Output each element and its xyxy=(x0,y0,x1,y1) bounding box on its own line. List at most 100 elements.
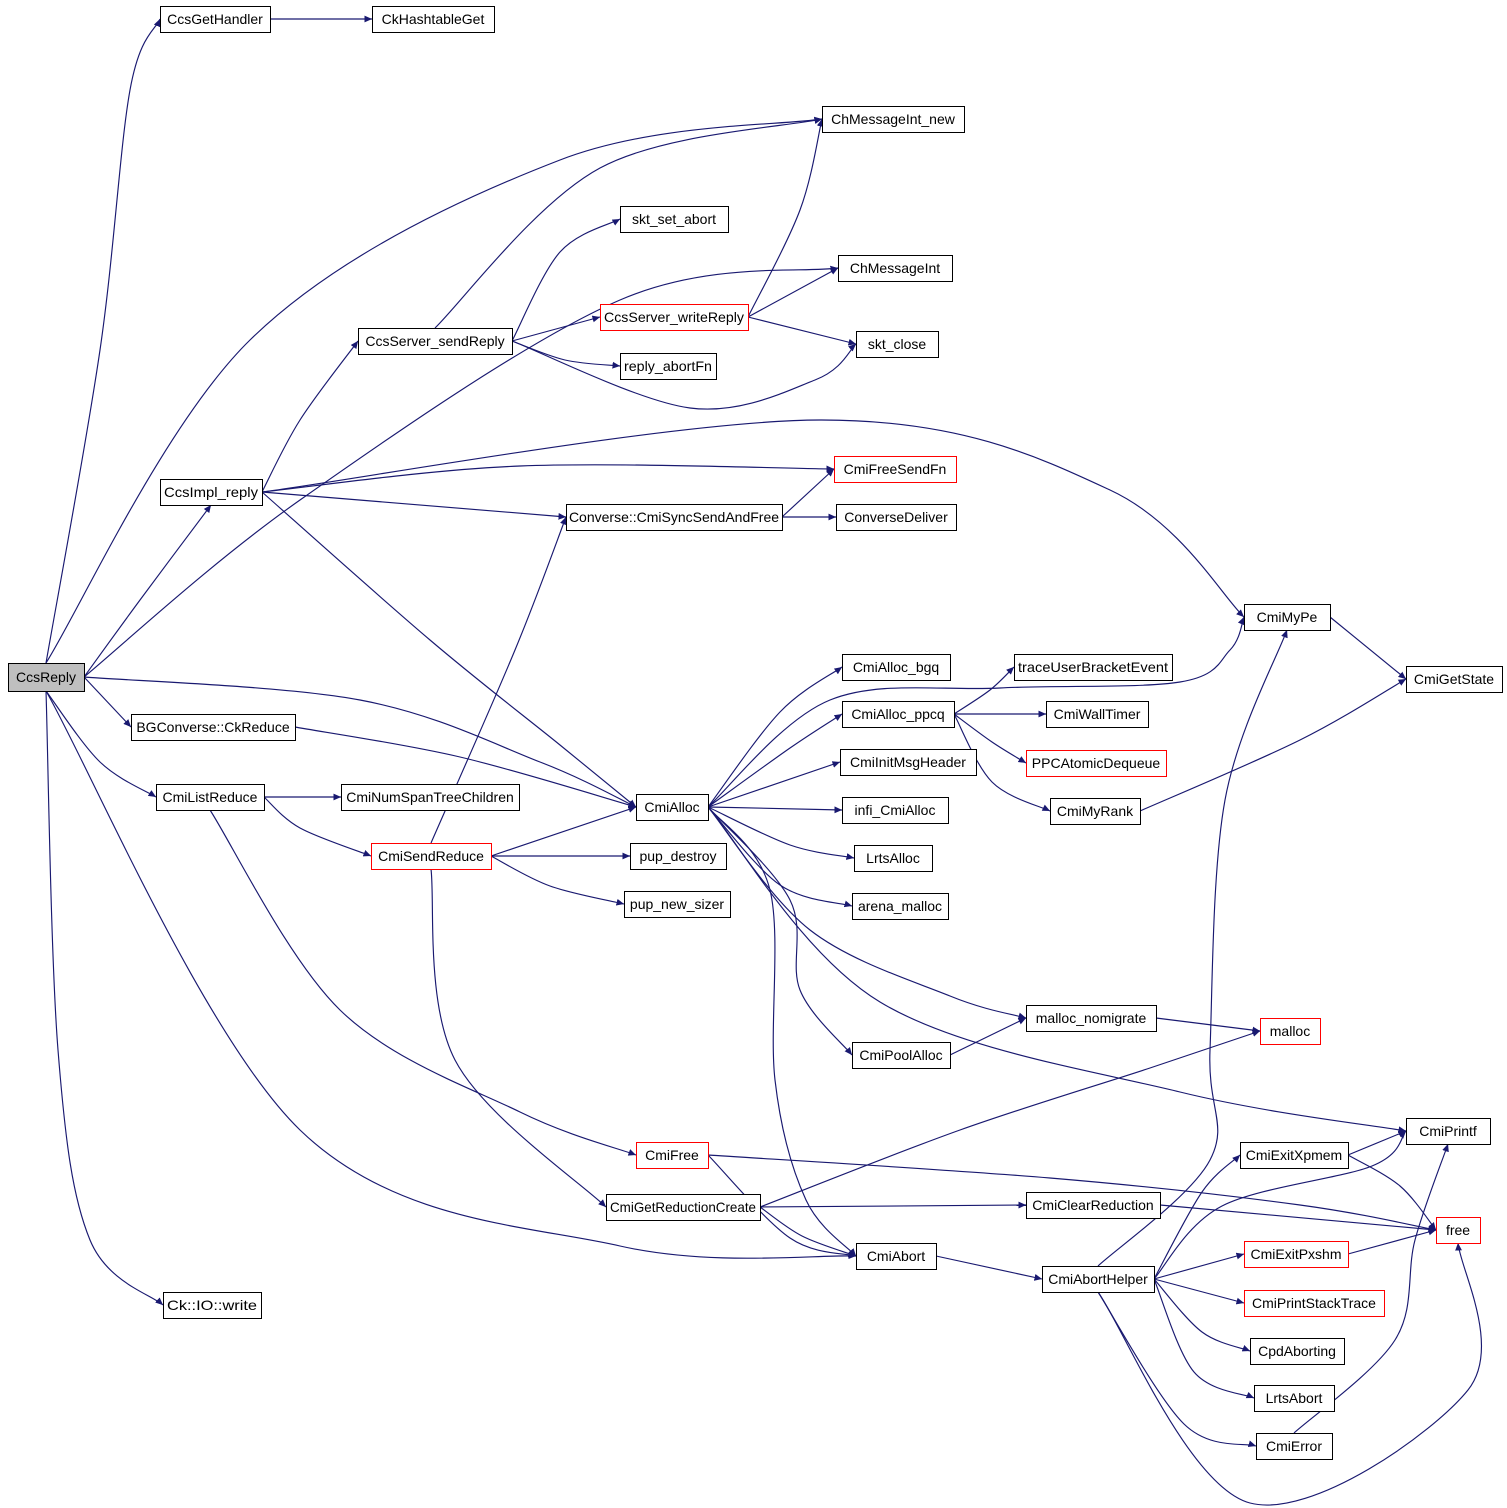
edge-bgconverse-ckreduce-to-cmialloc xyxy=(294,726,637,809)
node-skt-set-abort[interactable]: skt_set_abort xyxy=(620,206,729,233)
node-box xyxy=(1254,1385,1335,1412)
node-cminumspantreechildren[interactable]: CmiNumSpanTreeChildren xyxy=(341,784,520,811)
node-cpdaborting[interactable]: CpdAborting xyxy=(1250,1338,1345,1365)
node-cmiwalltimer[interactable]: CmiWallTimer xyxy=(1046,701,1149,728)
node-cmialloc[interactable]: CmiAlloc xyxy=(636,794,709,821)
node-label: CmiExitXpmem xyxy=(1246,1147,1342,1163)
node-cmimyrank[interactable]: CmiMyRank xyxy=(1050,798,1141,825)
node-malloc-nomigrate[interactable]: malloc_nomigrate xyxy=(1026,1005,1157,1032)
node-label: CmiSendReduce xyxy=(378,848,484,864)
node-chmessageint[interactable]: ChMessageInt xyxy=(838,255,953,282)
edge-cmialloc-to-cmiprintf xyxy=(707,806,1407,1134)
node-box xyxy=(852,893,949,920)
node-box xyxy=(822,106,965,133)
node-pup-new-sizer[interactable]: pup_new_sizer xyxy=(624,891,731,918)
node-cmiexitpxshm[interactable]: CmiExitPxshm xyxy=(1244,1241,1349,1268)
node-cmiaborthelper[interactable]: CmiAbortHelper xyxy=(1042,1266,1155,1293)
node-box xyxy=(636,794,709,821)
node-cmiexitxpmem[interactable]: CmiExitXpmem xyxy=(1240,1142,1349,1169)
edge-ccsserver-writereply-to-chmessageint xyxy=(747,267,839,318)
edge-ccsimpl-reply-to-cmimype xyxy=(261,419,1245,618)
node-cmiabort[interactable]: CmiAbort xyxy=(856,1243,937,1270)
node-cmifree[interactable]: CmiFree xyxy=(636,1142,709,1169)
node-label: CmiExitPxshm xyxy=(1250,1246,1341,1262)
edge-cmigetreductioncreate-to-cmiclearreduction xyxy=(759,1201,1027,1209)
node-cmierror[interactable]: CmiError xyxy=(1256,1433,1333,1460)
node-label: CpdAborting xyxy=(1258,1343,1336,1359)
edge-cmimype-to-cmigetstate xyxy=(1329,616,1407,680)
node-box xyxy=(566,504,783,531)
node-box xyxy=(1026,1005,1157,1032)
node-label: infi_CmiAlloc xyxy=(855,802,936,818)
node-free[interactable]: free xyxy=(1436,1217,1481,1244)
node-cmigetstate[interactable]: CmiGetState xyxy=(1406,666,1503,693)
node-cmipoolalloc[interactable]: CmiPoolAlloc xyxy=(852,1042,951,1069)
node-box xyxy=(624,891,731,918)
node-ccsserver-sendreply[interactable]: CcsServer_sendReply xyxy=(358,328,513,355)
edge-cmigetreductioncreate-to-cmiabort xyxy=(759,1206,857,1257)
node-label: skt_close xyxy=(868,336,927,352)
edge-cmifree-to-cmiabort xyxy=(707,1154,857,1258)
node-box xyxy=(1244,1290,1385,1317)
node-cmialloc-ppcq[interactable]: CmiAlloc_ppcq xyxy=(842,701,955,728)
node-box xyxy=(8,663,85,692)
node-reply-abortfn[interactable]: reply_abortFn xyxy=(620,353,717,380)
edge-ccsreply-to-ck-io-write xyxy=(45,690,164,1306)
node-cmifreesendfn[interactable]: CmiFreeSendFn xyxy=(834,456,957,483)
edge-cmialloc-to-cmimype xyxy=(707,616,1245,808)
node-bgconverse-ckreduce[interactable]: BGConverse::CkReduce xyxy=(131,714,296,741)
node-label: pup_destroy xyxy=(639,848,716,864)
node-label: CmiPoolAlloc xyxy=(859,1047,942,1063)
node-ccsimpl-reply[interactable]: CcsImpl_reply xyxy=(160,479,263,506)
node-lrtsabort[interactable]: LrtsAbort xyxy=(1254,1385,1335,1412)
node-label: CcsGetHandler xyxy=(167,11,263,27)
node-cmiprintf[interactable]: CmiPrintf xyxy=(1406,1118,1491,1145)
node-box xyxy=(1260,1018,1321,1045)
node-box xyxy=(341,784,520,811)
node-box xyxy=(372,6,495,33)
node-malloc[interactable]: malloc xyxy=(1260,1018,1321,1045)
node-cmiinitmsgheader[interactable]: CmiInitMsgHeader xyxy=(840,749,977,776)
node-cmiprintstacktrace[interactable]: CmiPrintStackTrace xyxy=(1244,1290,1385,1317)
node-box xyxy=(852,1042,951,1069)
node-ck-io-write[interactable]: Ck::IO::write xyxy=(163,1292,262,1319)
node-traceuserbracketevent[interactable]: traceUserBracketEvent xyxy=(1014,654,1173,681)
edge-ccsreply-to-cmiabort xyxy=(45,690,857,1260)
edge-cmiexitpxshm-to-free xyxy=(1347,1228,1437,1255)
node-box xyxy=(1256,1433,1333,1460)
edge-cmiaborthelper-to-cmiprintstacktrace xyxy=(1153,1278,1245,1305)
node-ccsgethandler[interactable]: CcsGetHandler xyxy=(160,6,271,33)
node-ccsserver-writereply[interactable]: CcsServer_writeReply xyxy=(600,304,749,331)
edge-cmialloc-to-cmialloc-bgq xyxy=(707,666,843,808)
node-cmilistreduce[interactable]: CmiListReduce xyxy=(156,784,265,811)
node-chmessageint-new[interactable]: ChMessageInt_new xyxy=(822,106,965,133)
node-box xyxy=(842,797,949,824)
edge-cmialloc-to-cmipoolalloc xyxy=(707,806,853,1056)
node-label: CmiGetReductionCreate xyxy=(610,1199,756,1215)
node-lrtsalloc[interactable]: LrtsAlloc xyxy=(854,845,933,872)
node-cmiclearreduction[interactable]: CmiClearReduction xyxy=(1026,1192,1161,1219)
node-infi-cmialloc[interactable]: infi_CmiAlloc xyxy=(842,797,949,824)
node-box xyxy=(1244,604,1331,631)
node-cmialloc-bgq[interactable]: CmiAlloc_bgq xyxy=(842,654,951,681)
node-arena-malloc[interactable]: arena_malloc xyxy=(852,893,949,920)
edge-cmisendreduce-to-cmigetreductioncreate xyxy=(430,868,607,1208)
node-label: CcsServer_sendReply xyxy=(365,333,504,349)
node-skt-close[interactable]: skt_close xyxy=(856,331,939,358)
edge-ccsimpl-reply-to-cmifreesendfn xyxy=(261,464,835,493)
edge-ccsreply-to-chmessageint-new xyxy=(45,116,823,664)
node-label: CkHashtableGet xyxy=(382,11,485,27)
node-cmisendreduce[interactable]: CmiSendReduce xyxy=(371,843,492,870)
node-conversedeliver[interactable]: ConverseDeliver xyxy=(836,504,957,531)
node-cmimype[interactable]: CmiMyPe xyxy=(1244,604,1331,631)
node-ppcatomicdequeue[interactable]: PPCAtomicDequeue xyxy=(1026,750,1167,777)
node-pup-destroy[interactable]: pup_destroy xyxy=(630,843,727,870)
node-cmigetreductioncreate[interactable]: CmiGetReductionCreate xyxy=(606,1194,761,1221)
node-converse-cmisyncsendandfree[interactable]: Converse::CmiSyncSendAndFree xyxy=(566,504,783,531)
node-ckhashtableget[interactable]: CkHashtableGet xyxy=(372,6,495,33)
node-label: CmiAbort xyxy=(867,1248,925,1264)
node-box xyxy=(630,843,727,870)
node-label: arena_malloc xyxy=(858,898,942,914)
node-label: PPCAtomicDequeue xyxy=(1032,755,1161,771)
